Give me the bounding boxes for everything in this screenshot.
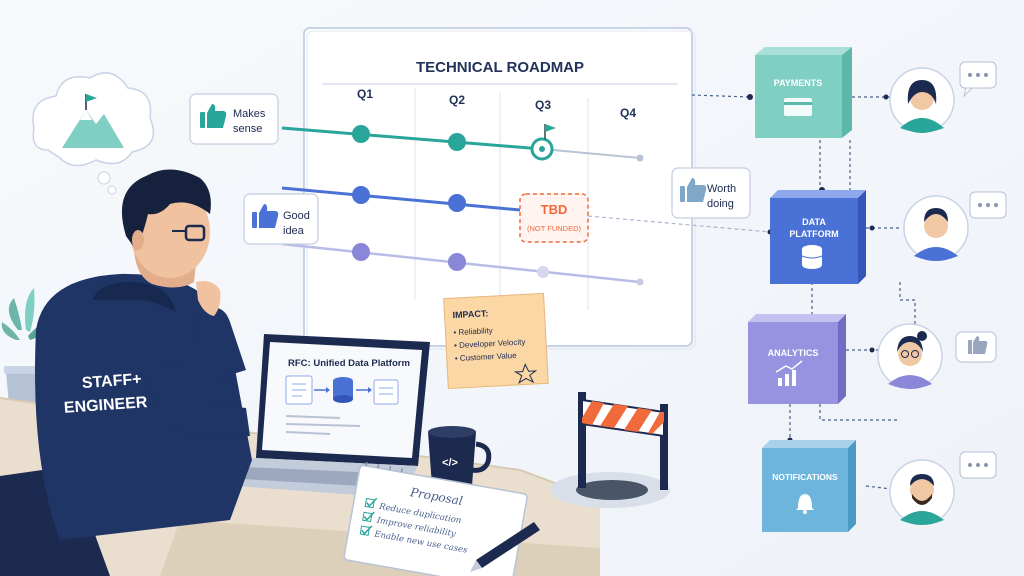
analytics-label: ANALYTICS xyxy=(768,348,819,358)
database-icon xyxy=(333,377,353,403)
quarter-q1: Q1 xyxy=(357,87,373,101)
service-payments: PAYMENTS xyxy=(755,47,852,138)
hoodie-text-line1: STAFF+ xyxy=(81,371,142,392)
worth-doing-line2: doing xyxy=(707,198,734,210)
thumbs-up-icon xyxy=(200,104,227,128)
milestone-q2-purple xyxy=(448,253,466,271)
service-notifications: NOTIFICATIONS xyxy=(762,440,856,532)
checkbox-checked xyxy=(364,497,378,509)
impact-item: • Customer Value xyxy=(455,351,518,363)
feedback-makes-sense: Makes sense xyxy=(189,93,279,145)
impact-title: IMPACT: xyxy=(452,308,488,320)
makes-sense-line2: sense xyxy=(233,123,262,135)
connectors xyxy=(691,94,916,491)
quarter-q2: Q2 xyxy=(449,93,465,107)
good-idea-line2: idea xyxy=(283,225,305,237)
bell-icon xyxy=(796,494,814,510)
thumbs-up-bubble xyxy=(955,331,997,363)
engineer: STAFF+ ENGINEER xyxy=(0,169,252,576)
pen xyxy=(470,522,540,572)
thumbs-up-icon xyxy=(680,178,707,202)
quarter-q4: Q4 xyxy=(620,106,636,120)
rfc-title: RFC: Unified Data Platform xyxy=(288,358,410,369)
hand xyxy=(196,281,221,316)
roadmap-title: TECHNICAL ROADMAP xyxy=(416,59,584,76)
flag-icon xyxy=(545,124,556,132)
tbd-label: TBD xyxy=(541,202,568,217)
pothole xyxy=(576,480,648,500)
thumbs-up-icon xyxy=(968,336,988,354)
impact-item: • Reliability xyxy=(453,326,493,337)
milestone-q2-blue xyxy=(448,194,466,212)
glasses xyxy=(184,224,206,242)
service-analytics: ANALYTICS xyxy=(748,314,846,404)
mountain-icon xyxy=(62,110,124,148)
feedback-good-idea: Good idea xyxy=(243,193,319,245)
star-icon xyxy=(513,363,538,385)
milestone-q1-purple xyxy=(352,243,370,261)
milestone-q1-teal xyxy=(352,125,370,143)
hoodie xyxy=(35,273,252,540)
avatar-man-middle xyxy=(903,195,969,261)
good-idea-line1: Good xyxy=(283,210,310,222)
avatar-man-bearded xyxy=(889,459,955,525)
data-label-line2: PLATFORM xyxy=(789,229,838,239)
speech-bubble-icon xyxy=(959,451,997,479)
bar-chart-icon xyxy=(775,360,803,386)
impact-item: • Developer Velocity xyxy=(454,337,526,350)
worth-doing-line1: Worth xyxy=(707,183,736,195)
milestone-q1-blue xyxy=(352,186,370,204)
impact-sticky-note: IMPACT: • Reliability • Developer Veloci… xyxy=(443,292,549,390)
milestone-q2-teal xyxy=(448,133,466,151)
hoodie-text-line2: ENGINEER xyxy=(63,394,148,417)
service-data-platform: DATA PLATFORM xyxy=(770,190,866,284)
quarter-q3: Q3 xyxy=(535,98,551,112)
hair xyxy=(121,169,211,250)
thought-cloud xyxy=(32,72,155,195)
database-icon xyxy=(801,245,823,269)
doc-icon xyxy=(373,379,399,405)
credit-card-icon xyxy=(784,98,812,116)
checkbox-checked xyxy=(359,525,373,536)
not-funded-label: (NOT FUNDED) xyxy=(527,224,582,233)
notifications-label: NOTIFICATIONS xyxy=(772,472,838,482)
payments-label: PAYMENTS xyxy=(774,78,823,88)
flag-icon xyxy=(86,94,97,102)
feedback-worth-doing: Worth doing xyxy=(671,167,751,219)
speech-bubble-icon xyxy=(969,191,1007,219)
avatar-woman-glasses xyxy=(877,323,943,389)
speech-bubble-icon xyxy=(959,61,997,98)
coffee-mug: </> xyxy=(428,426,492,489)
road-barrier xyxy=(550,392,670,508)
makes-sense-line1: Makes xyxy=(233,108,266,120)
code-icon: </> xyxy=(442,457,458,469)
avatar-woman-top xyxy=(889,67,955,133)
thumbs-up-icon xyxy=(252,204,279,228)
checkbox-checked xyxy=(362,511,375,523)
tbd-box xyxy=(519,193,589,243)
data-label-line1: DATA xyxy=(802,217,826,227)
